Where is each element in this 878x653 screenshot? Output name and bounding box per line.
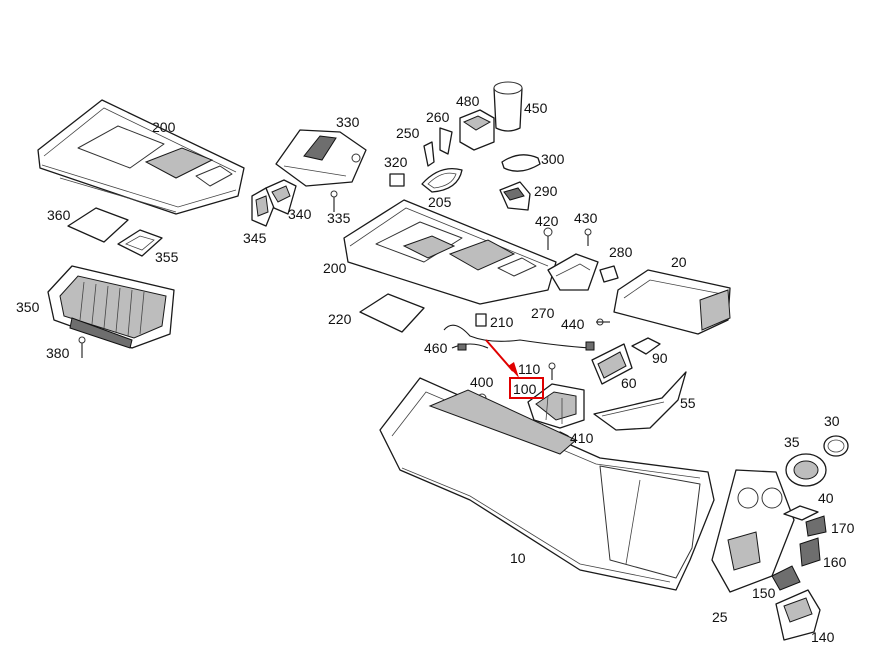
highlight-box: [509, 377, 544, 399]
part-160-switch: [799, 537, 821, 567]
part-460-wire-harness: [443, 324, 595, 351]
part-330-shift-cover: [275, 129, 367, 187]
callout-290: 290: [534, 183, 558, 199]
callout-360: 360: [47, 207, 71, 223]
highlight-marker: [485, 339, 544, 399]
part-420-screw: [543, 227, 553, 250]
part-60-bracket: [591, 343, 633, 385]
part-430-screw: [584, 228, 592, 246]
callout-110: 110: [518, 361, 541, 377]
callout-345: 345: [243, 230, 267, 246]
part-300-cover: [501, 154, 541, 172]
part-10-console-housing: [379, 377, 715, 591]
callout-200: 200: [152, 119, 176, 135]
part-30-ring: [823, 435, 849, 457]
callout-10: 10: [510, 550, 526, 566]
part-380-screw: [78, 336, 86, 358]
part-110-screw: [548, 362, 556, 380]
callout-220: 220: [328, 311, 352, 327]
callout-440: 440: [561, 316, 585, 332]
part-440-screw: [596, 318, 610, 326]
part-450-cup: [493, 81, 523, 132]
part-170-switch: [805, 515, 827, 537]
callout-100: 100: [513, 381, 537, 397]
part-480-cupholder-insert: [459, 109, 495, 151]
part-270-bracket: [547, 253, 599, 291]
part-355-ring: [117, 229, 163, 257]
callout-40: 40: [818, 490, 834, 506]
part-200-upper-trim: [37, 99, 245, 215]
callout-170: 170: [831, 520, 855, 536]
callout-420: 420: [535, 213, 559, 229]
part-210-clip: [475, 313, 487, 327]
callout-35: 35: [784, 434, 800, 450]
callout-20: 20: [671, 254, 687, 270]
part-280-clip: [599, 265, 619, 283]
part-200-lower-trim: [343, 199, 557, 305]
callout-350: 350: [16, 299, 40, 315]
callout-250: 250: [396, 125, 420, 141]
callout-30: 30: [824, 413, 840, 429]
callout-150: 150: [752, 585, 776, 601]
part-290-switch: [499, 181, 531, 211]
callout-200-lower: 200: [323, 260, 347, 276]
part-335-screw: [330, 190, 338, 212]
callout-270: 270: [531, 305, 555, 321]
part-55-side-panel: [593, 371, 687, 431]
callout-340: 340: [288, 206, 312, 222]
callout-410: 410: [570, 430, 594, 446]
callout-210: 210: [490, 314, 514, 330]
callout-380: 380: [46, 345, 70, 361]
part-360-mat: [67, 207, 129, 243]
callout-labels: 200 330 250 260 480 450 320 300 290 205 …: [16, 93, 855, 645]
part-40-cover: [783, 505, 819, 521]
callout-205: 205: [428, 194, 452, 210]
callout-400: 400: [470, 374, 494, 390]
part-150-socket: [771, 565, 801, 591]
part-140-ashtray: [775, 589, 821, 641]
callout-60: 60: [621, 375, 637, 391]
callout-25: 25: [712, 609, 728, 625]
callout-335: 335: [327, 210, 351, 226]
callout-90: 90: [652, 350, 668, 366]
callout-320: 320: [384, 154, 408, 170]
part-350-storage-module: [47, 265, 175, 349]
part-20-armrest-lid: [613, 269, 731, 335]
callout-450: 450: [524, 100, 548, 116]
part-35-vent: [785, 453, 827, 487]
part-250-clip: [423, 141, 435, 167]
callout-55: 55: [680, 395, 696, 411]
callout-430: 430: [574, 210, 598, 226]
part-25-rear-panel: [711, 469, 795, 593]
callout-260: 260: [426, 109, 450, 125]
callout-355: 355: [155, 249, 179, 265]
callout-160: 160: [823, 554, 847, 570]
part-220-mat: [359, 293, 425, 333]
part-340-switch: [265, 179, 297, 215]
part-90-switch: [631, 337, 661, 355]
part-345-switch: [251, 187, 275, 227]
part-205-gasket: [421, 167, 463, 193]
callout-330: 330: [336, 114, 360, 130]
part-320-clip: [389, 173, 405, 187]
callout-480: 480: [456, 93, 480, 109]
callout-140: 140: [811, 629, 835, 645]
callout-460: 460: [424, 340, 448, 356]
callout-300: 300: [541, 151, 565, 167]
part-260-clip: [439, 127, 453, 155]
callout-280: 280: [609, 244, 633, 260]
